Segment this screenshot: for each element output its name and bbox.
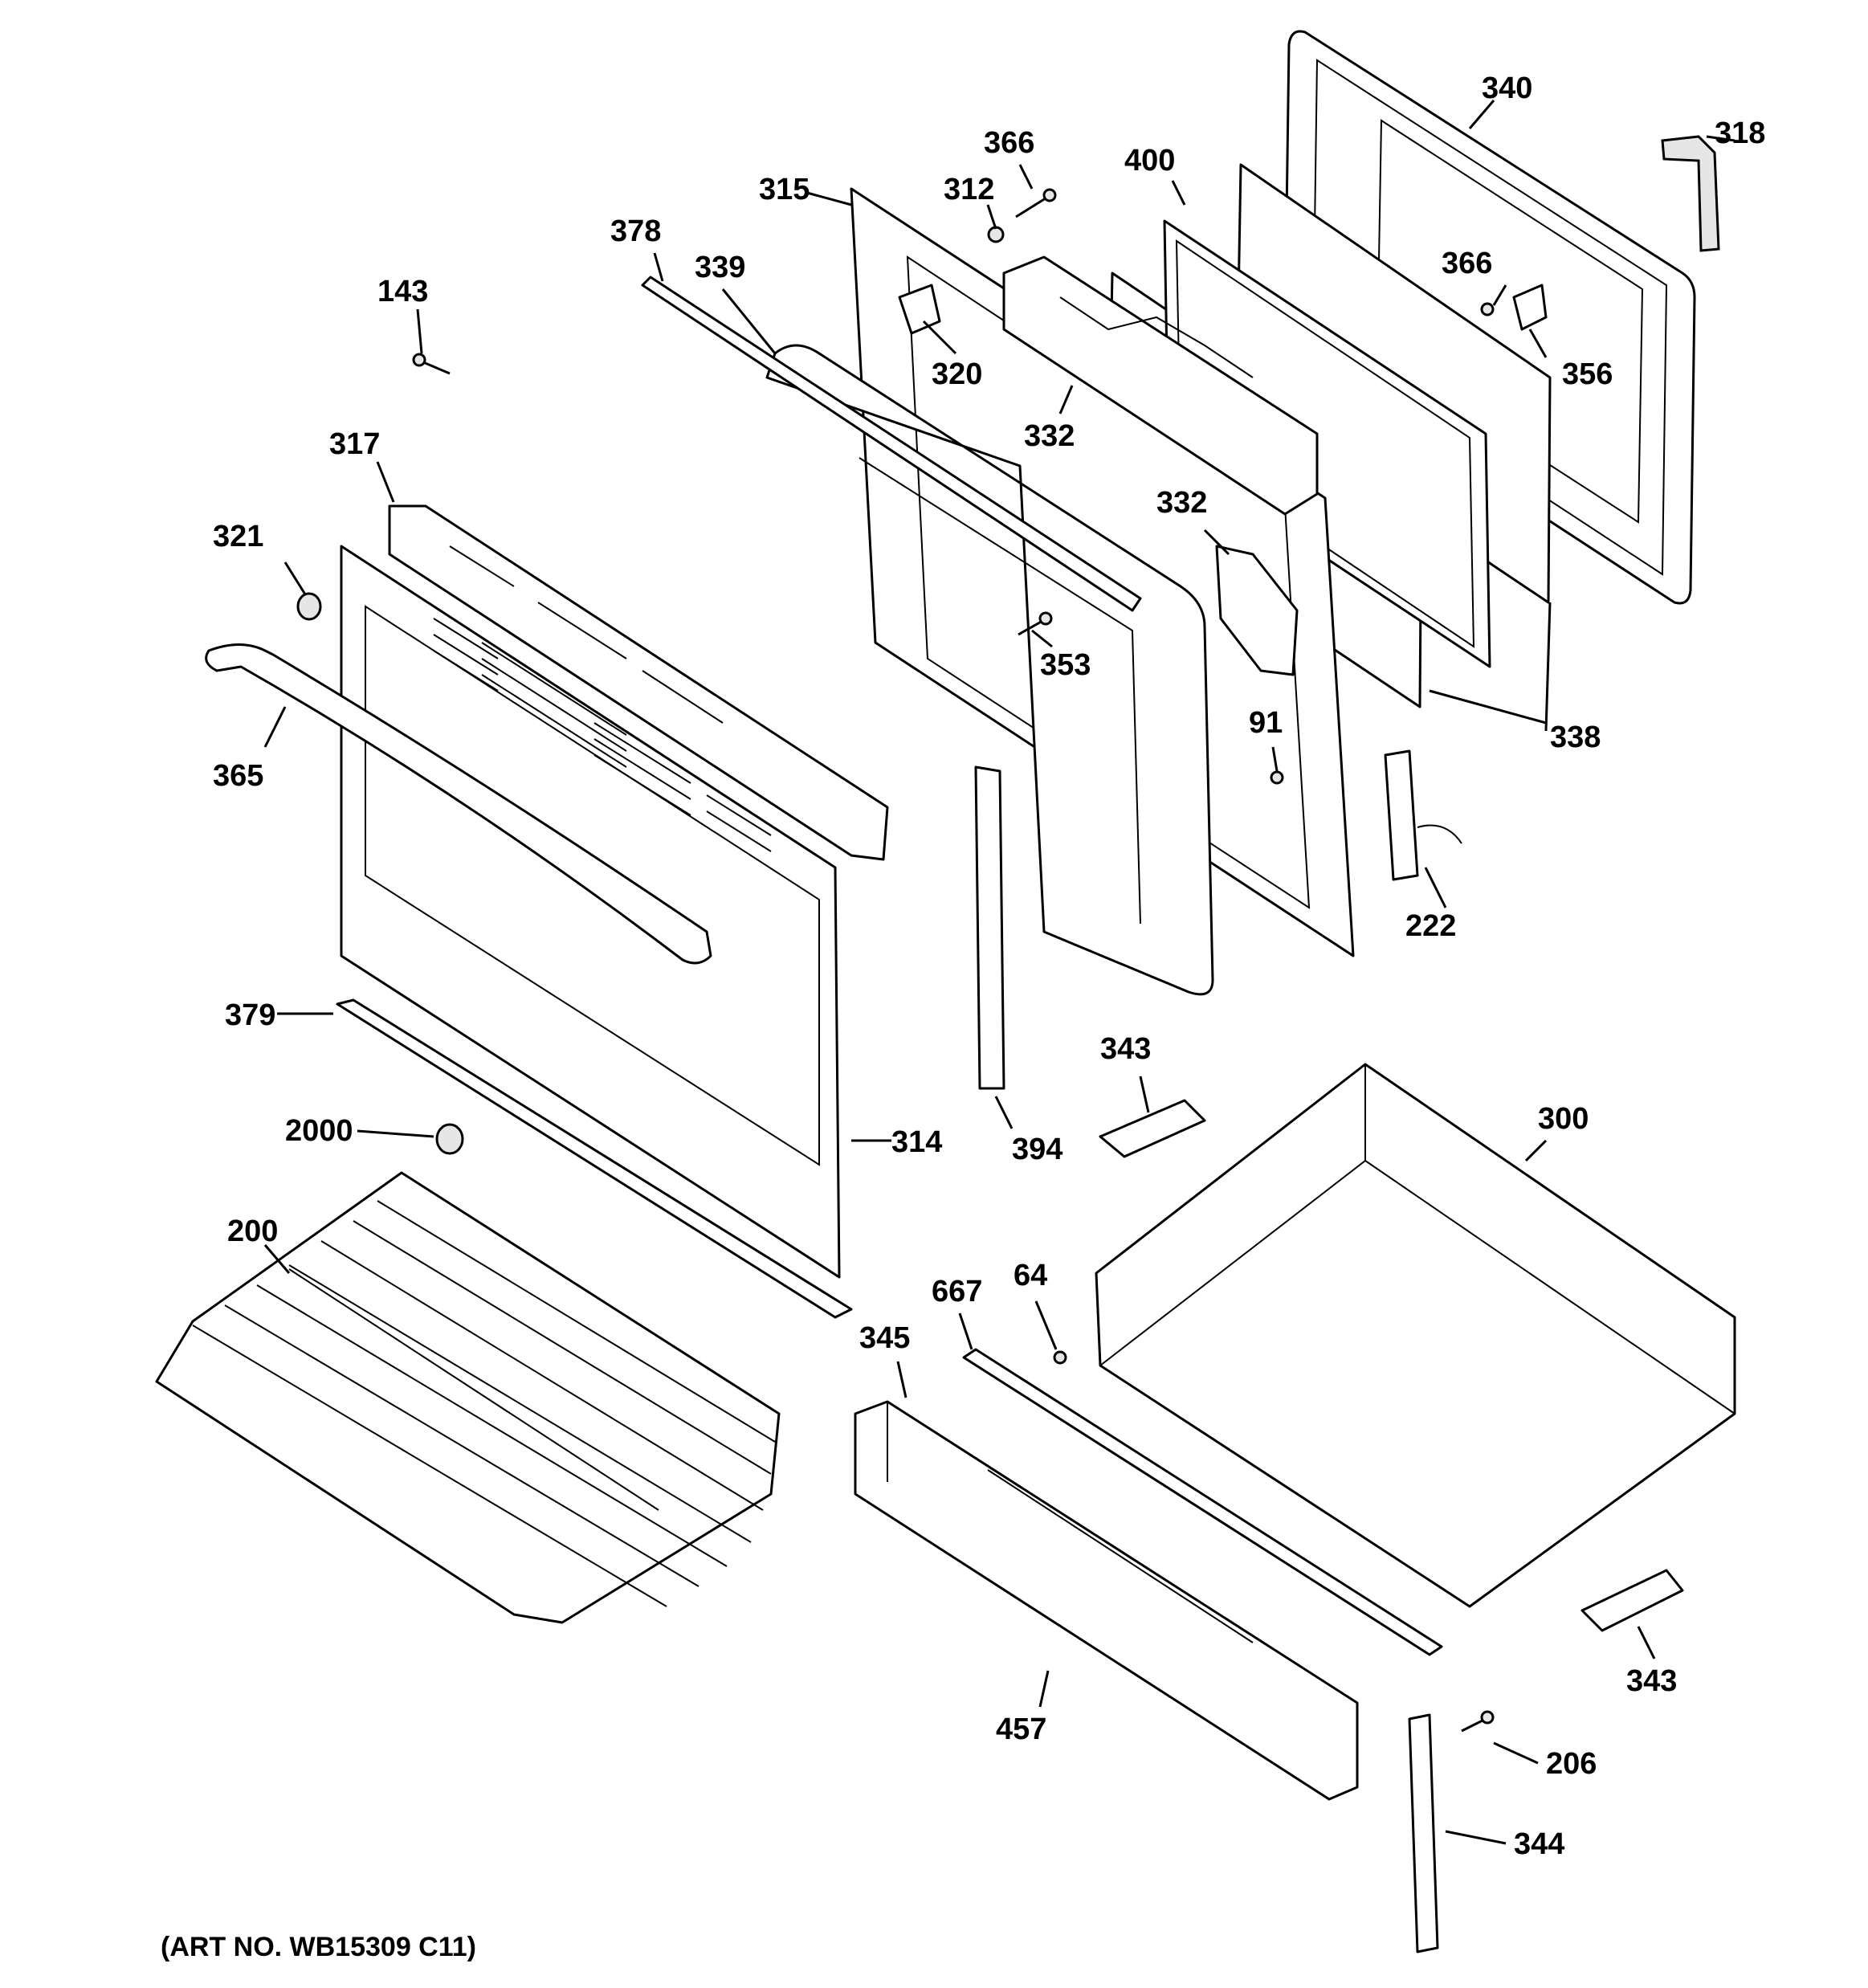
callout-365: 365: [213, 759, 263, 793]
callout-300: 300: [1538, 1102, 1589, 1136]
part-206-screw: [1461, 1710, 1495, 1733]
callout-400: 400: [1124, 144, 1175, 178]
callout-222: 222: [1405, 909, 1456, 943]
part-320-bracket: [898, 284, 941, 335]
part-339-door-inner-panel: [765, 344, 1214, 996]
callout-206: 206: [1546, 1747, 1597, 1781]
art-number: (ART NO. WB15309 C11): [161, 1932, 476, 1962]
part-365-door-handle: [205, 643, 712, 965]
callout-339: 339: [695, 251, 745, 284]
callout-labels: 340 318 366 400 315 312 366 378 339 356 …: [161, 71, 1765, 1962]
callout-332: 332: [1156, 486, 1207, 520]
callout-318: 318: [1715, 116, 1765, 150]
part-318-gasket: [1661, 135, 1720, 252]
callout-344: 344: [1514, 1827, 1564, 1861]
part-300-drawer-body: [1095, 1063, 1736, 1608]
part-64-screw: [1053, 1350, 1067, 1365]
part-143-screw: [412, 353, 451, 375]
part-353-screw: [1018, 611, 1053, 636]
part-457-drawer-front: [854, 1400, 1359, 1801]
callout-379: 379: [225, 998, 275, 1032]
callout-64: 64: [1014, 1259, 1047, 1292]
part-200-oven-rack: [155, 1171, 781, 1624]
callout-378: 378: [610, 214, 661, 248]
part-344-drawer-rail: [1408, 1713, 1439, 1953]
callout-345: 345: [859, 1321, 910, 1355]
callout-200: 200: [227, 1214, 278, 1248]
callout-343: 343: [1626, 1664, 1677, 1698]
part-2000-grommet: [435, 1123, 464, 1155]
callout-321: 321: [213, 520, 263, 553]
callout-317: 317: [329, 427, 380, 461]
part-366-screw-top: [1015, 188, 1057, 218]
part-91-screw: [1270, 770, 1284, 785]
part-394-side-trim: [974, 765, 1005, 1090]
part-222-door-hinge: [1384, 749, 1462, 881]
callout-340: 340: [1482, 71, 1532, 105]
part-667-drawer-trim: [962, 1348, 1443, 1656]
callout-2000: 2000: [285, 1114, 353, 1148]
callout-366: 366: [984, 126, 1034, 160]
callout-315: 315: [759, 173, 810, 206]
part-332-insulation-top: [1002, 255, 1319, 516]
callout-394: 394: [1012, 1133, 1062, 1166]
part-378-trim-strip: [641, 276, 1142, 612]
part-332-insulation-side: [1215, 545, 1299, 676]
part-321-bumper: [296, 592, 322, 621]
callout-356: 356: [1562, 357, 1613, 391]
callout-332: 332: [1024, 419, 1075, 453]
part-312-nut: [987, 226, 1005, 243]
callout-91: 91: [1249, 706, 1283, 740]
part-356-hinge-clip: [1512, 284, 1548, 331]
part-317-vent-bracket: [388, 504, 889, 861]
callout-366: 366: [1442, 247, 1492, 280]
callout-343: 343: [1100, 1032, 1151, 1066]
callout-457: 457: [996, 1712, 1046, 1746]
leader-lines: [263, 100, 1735, 1845]
part-379-bottom-trim: [336, 998, 853, 1319]
part-366-screw-right: [1480, 302, 1495, 316]
callout-353: 353: [1040, 648, 1091, 682]
callout-143: 143: [377, 275, 428, 308]
callout-320: 320: [932, 357, 982, 391]
part-343-drawer-glide-upper: [1099, 1099, 1206, 1158]
callout-312: 312: [944, 173, 994, 206]
callout-314: 314: [891, 1125, 942, 1159]
callout-338: 338: [1550, 720, 1601, 754]
part-314-outer-door-panel: [340, 545, 841, 1279]
part-343-drawer-glide-lower: [1580, 1569, 1684, 1632]
callout-667: 667: [932, 1275, 982, 1308]
